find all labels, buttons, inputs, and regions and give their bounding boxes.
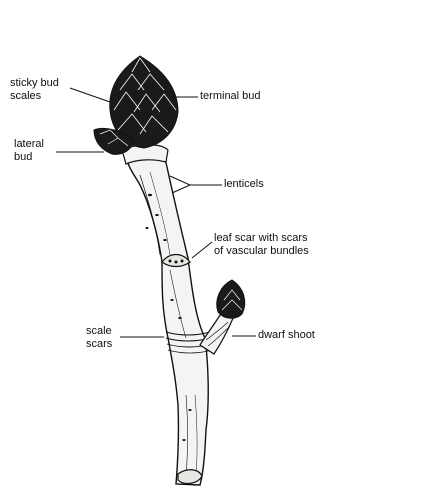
label-terminal-bud-text: terminal bud (200, 90, 261, 103)
main-stem (128, 155, 208, 485)
label-leaf-scar: leaf scar with scars of vascular bundles (214, 232, 309, 258)
label-lenticels: lenticels (224, 178, 264, 191)
label-lateral-bud: lateral bud (14, 138, 44, 164)
label-lateral-bud-line1: lateral (14, 138, 44, 151)
label-lenticels-text: lenticels (224, 178, 264, 191)
label-leaf-scar-line1: leaf scar with scars (214, 232, 309, 245)
label-scale-scars: scale scars (86, 325, 112, 351)
label-lateral-bud-line2: bud (14, 151, 44, 164)
label-sticky-bud-scales-line2: scales (10, 90, 59, 103)
dwarf-shoot-bud (217, 280, 245, 318)
label-leaf-scar-line2: of vascular bundles (214, 245, 309, 258)
label-scale-scars-line2: scars (86, 338, 112, 351)
label-scale-scars-line1: scale (86, 325, 112, 338)
label-sticky-bud-scales-line1: sticky bud (10, 77, 59, 90)
label-sticky-bud-scales: sticky bud scales (10, 77, 59, 103)
label-dwarf-shoot: dwarf shoot (258, 329, 315, 342)
label-terminal-bud: terminal bud (200, 90, 261, 103)
label-dwarf-shoot-text: dwarf shoot (258, 329, 315, 342)
